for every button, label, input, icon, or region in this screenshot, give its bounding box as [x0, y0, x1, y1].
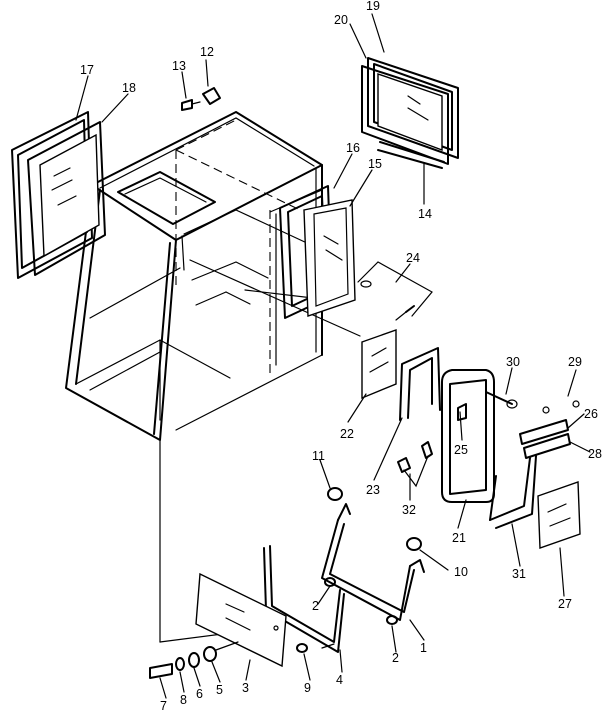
callout-29: 29 [568, 355, 582, 369]
callout-6: 6 [196, 687, 203, 701]
callout-20: 20 [334, 13, 348, 27]
callout-25: 25 [454, 443, 468, 457]
callout-13: 13 [172, 59, 186, 73]
callout-7: 7 [160, 699, 167, 712]
channel-4 [263, 545, 398, 653]
callout-17: 17 [80, 63, 94, 77]
callout-labels: 17 18 13 12 19 20 16 15 14 24 30 29 26 2… [80, 0, 602, 712]
callout-28: 28 [588, 447, 602, 461]
callout-32: 32 [402, 503, 416, 517]
roof-fasteners [181, 87, 221, 111]
callout-2a: 2 [312, 599, 319, 613]
glass-panel-22 [361, 329, 397, 400]
callout-16: 16 [346, 141, 360, 155]
callout-27: 27 [558, 597, 572, 611]
callout-23: 23 [366, 483, 380, 497]
channel-31 [489, 455, 537, 529]
rear-window-assembly [279, 185, 356, 319]
callout-3: 3 [242, 681, 249, 695]
part-24-hardware [357, 261, 433, 321]
glass-panel-3 [195, 572, 308, 668]
callout-8: 8 [180, 693, 187, 707]
callout-5: 5 [216, 683, 223, 697]
callout-22: 22 [340, 427, 354, 441]
rails-26-28 [519, 400, 580, 459]
callout-30: 30 [506, 355, 520, 369]
callout-31: 31 [512, 567, 526, 581]
bracket-32 [397, 441, 433, 488]
callout-10: 10 [454, 565, 468, 579]
leader-lines [75, 13, 591, 699]
callout-18: 18 [122, 81, 136, 95]
left-window-assembly [11, 111, 106, 279]
fastener-stack [149, 641, 239, 679]
callout-2b: 2 [392, 651, 399, 665]
callout-14: 14 [418, 207, 432, 221]
callout-15: 15 [368, 157, 382, 171]
callout-21: 21 [452, 531, 466, 545]
seal-23 [399, 347, 441, 421]
lower-frame-1 [321, 487, 425, 621]
callout-1: 1 [420, 641, 427, 655]
glass-panel-27 [537, 481, 581, 549]
callout-26: 26 [584, 407, 598, 421]
callout-12: 12 [200, 45, 214, 59]
window-frame-21 [441, 369, 518, 503]
top-right-window-assembly [361, 57, 459, 169]
callout-9: 9 [304, 681, 311, 695]
callout-11: 11 [312, 449, 325, 463]
callout-4: 4 [336, 673, 343, 687]
callout-19: 19 [366, 0, 380, 13]
callout-24: 24 [406, 251, 420, 265]
